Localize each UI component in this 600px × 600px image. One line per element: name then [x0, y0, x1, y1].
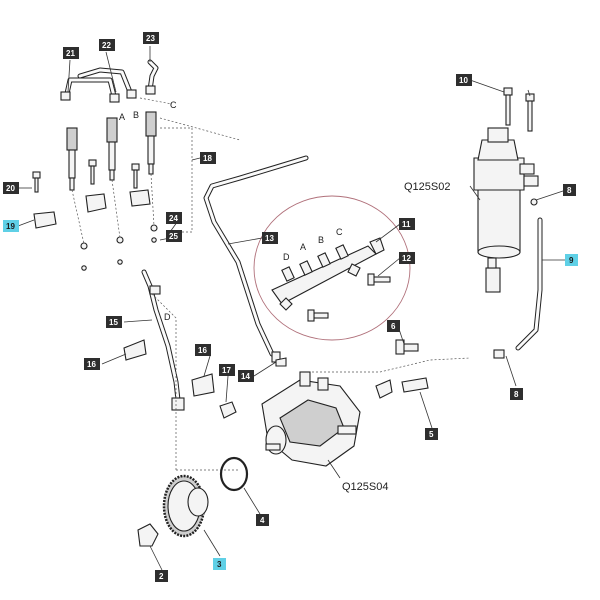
common-rail — [271, 237, 391, 322]
filter-code: Q125S02 — [404, 181, 450, 193]
svg-text:24: 24 — [169, 214, 178, 223]
svg-text:20: 20 — [6, 184, 15, 193]
callout-25: 25 — [166, 230, 182, 242]
svg-text:13: 13 — [265, 234, 274, 243]
letter-d-pipe: D — [164, 312, 171, 322]
letter-a-rail: A — [300, 242, 306, 252]
callout-17: 17 — [219, 364, 235, 376]
svg-text:10: 10 — [459, 76, 468, 85]
leak-off-pipe — [203, 155, 309, 367]
callout-2: 2 — [155, 570, 168, 582]
letter-a-top: A — [119, 112, 125, 122]
callout-14: 14 — [238, 370, 254, 382]
svg-text:19: 19 — [6, 222, 15, 231]
svg-text:25: 25 — [169, 232, 178, 241]
callout-19: 19 — [3, 220, 19, 232]
injector-2 — [106, 117, 118, 181]
callout-6: 6 — [387, 320, 400, 332]
callout-15: 15 — [106, 316, 122, 328]
high-pressure-pump — [261, 339, 429, 467]
letter-c-rail: C — [336, 227, 343, 237]
callout-9: 9 — [565, 254, 578, 266]
nut-2 — [137, 523, 159, 547]
o-ring — [219, 456, 249, 492]
callout-13: 13 — [262, 232, 278, 244]
svg-text:14: 14 — [241, 372, 250, 381]
svg-text:8: 8 — [514, 390, 519, 399]
callout-21: 21 — [63, 47, 79, 59]
svg-text:11: 11 — [402, 220, 411, 229]
callout-8b: 8 — [510, 388, 523, 400]
svg-text:16: 16 — [198, 346, 207, 355]
callout-8a: 8 — [563, 184, 576, 196]
letter-labels: A B C D A B C D — [119, 100, 343, 322]
callout-12: 12 — [399, 252, 415, 264]
pump-gear — [162, 474, 209, 538]
detail-circle — [253, 195, 411, 341]
svg-text:8: 8 — [567, 186, 572, 195]
pump-code: Q125S04 — [342, 481, 388, 493]
clip-16a — [123, 339, 147, 361]
callout-24: 24 — [166, 212, 182, 224]
letter-b-rail: B — [318, 235, 324, 245]
callout-22: 22 — [99, 39, 115, 51]
svg-text:9: 9 — [569, 256, 574, 265]
callout-11: 11 — [399, 218, 415, 230]
callouts: 21 22 23 20 19 18 24 25 13 11 12 10 8 9 … — [3, 32, 578, 582]
callout-23: 23 — [143, 32, 159, 44]
injector-lines — [60, 59, 159, 103]
clip-16b — [191, 373, 215, 397]
svg-text:22: 22 — [102, 41, 111, 50]
injector-3 — [145, 111, 157, 175]
fuel-filter — [473, 87, 539, 293]
letter-b-top: B — [133, 110, 139, 120]
svg-text:21: 21 — [66, 49, 75, 58]
letter-c-top: C — [170, 100, 177, 110]
callout-16a: 16 — [84, 358, 100, 370]
svg-text:23: 23 — [146, 34, 155, 43]
nut-17 — [219, 401, 237, 419]
pipe-15 — [141, 269, 185, 411]
callout-5: 5 — [425, 428, 438, 440]
callout-16b: 16 — [195, 344, 211, 356]
svg-text:16: 16 — [87, 360, 96, 369]
leader-lines — [17, 46, 567, 571]
svg-text:17: 17 — [222, 366, 231, 375]
svg-text:15: 15 — [109, 318, 118, 327]
svg-text:2: 2 — [159, 572, 164, 581]
injector-1 — [66, 127, 78, 191]
svg-text:6: 6 — [391, 322, 396, 331]
svg-text:3: 3 — [217, 560, 222, 569]
callout-3: 3 — [213, 558, 226, 570]
svg-text:12: 12 — [402, 254, 411, 263]
fuel-hose — [493, 217, 543, 359]
callout-10: 10 — [456, 74, 472, 86]
svg-text:4: 4 — [260, 516, 265, 525]
svg-text:18: 18 — [203, 154, 212, 163]
callout-4: 4 — [256, 514, 269, 526]
svg-text:5: 5 — [429, 430, 434, 439]
injector-assemblies — [32, 111, 158, 271]
callout-18: 18 — [200, 152, 216, 164]
callout-20: 20 — [3, 182, 19, 194]
letter-d-rail: D — [283, 252, 290, 262]
